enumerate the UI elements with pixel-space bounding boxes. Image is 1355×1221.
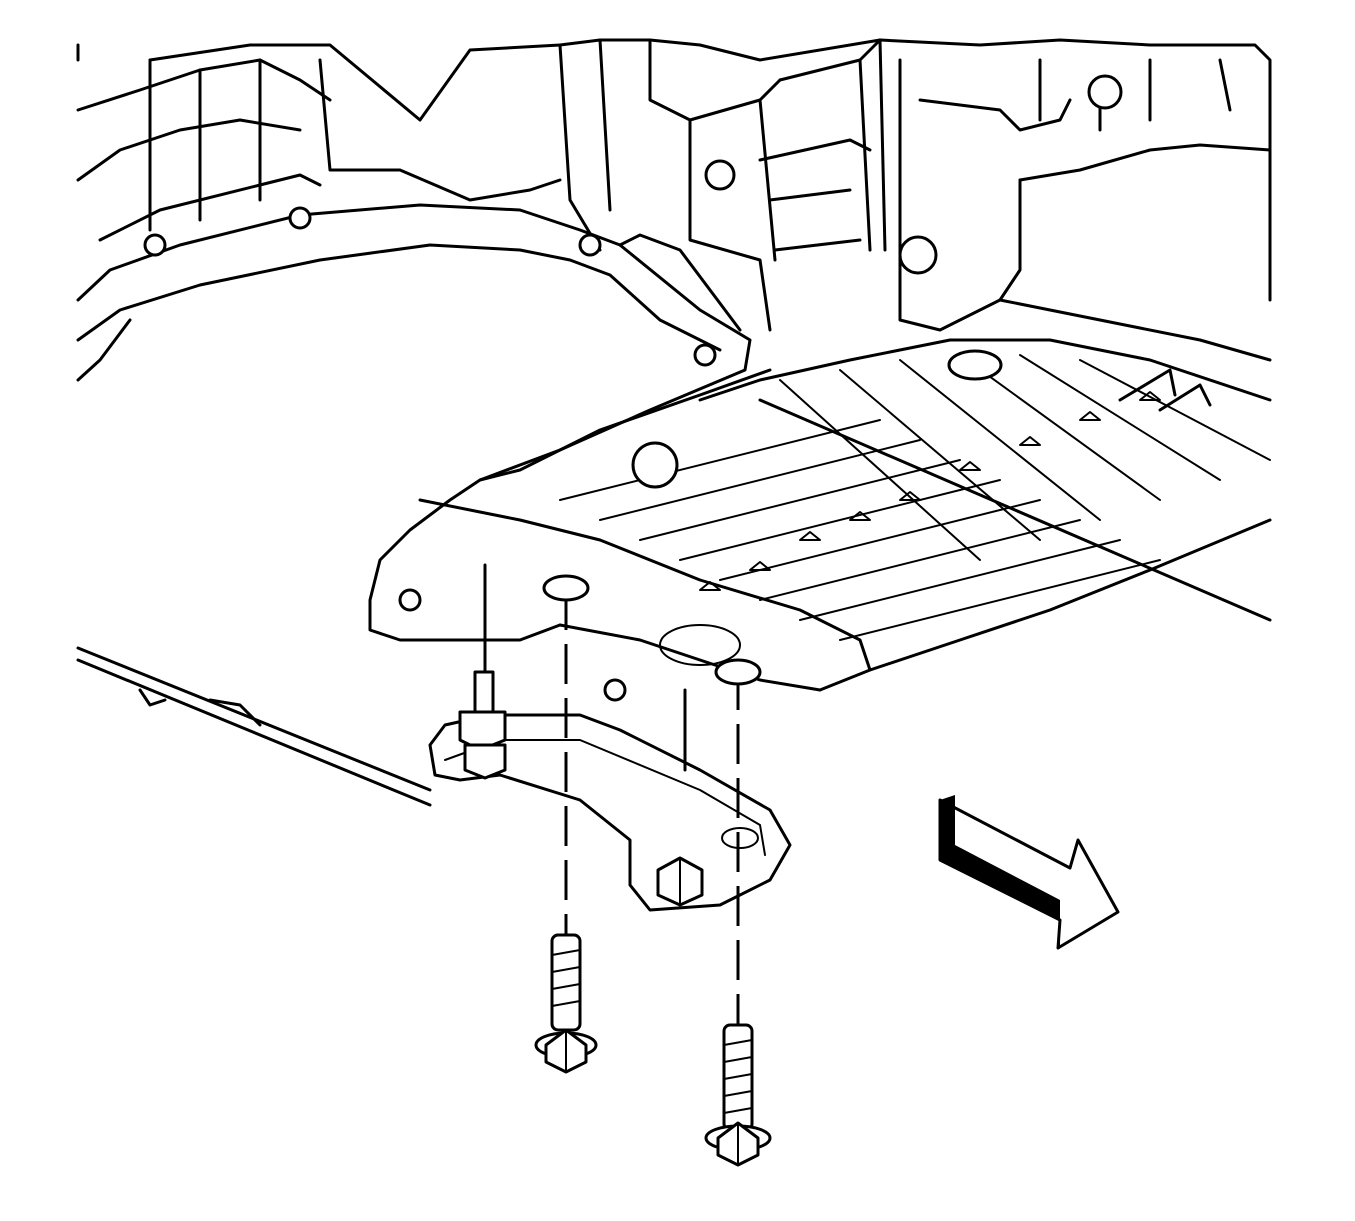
oil-pan [418, 338, 1272, 692]
alignment-lines [483, 563, 762, 1025]
brace-nut [656, 856, 704, 907]
pan-bolts [143, 74, 1123, 702]
brace-stud-nut [458, 670, 507, 780]
oil-pan-flange [76, 203, 772, 642]
cover-plate-edge [76, 646, 432, 807]
brace-bolt-long [704, 1023, 772, 1167]
direction-arrow [938, 795, 1120, 950]
engine-housing [76, 38, 1272, 362]
brace-bolt-short [534, 933, 598, 1074]
